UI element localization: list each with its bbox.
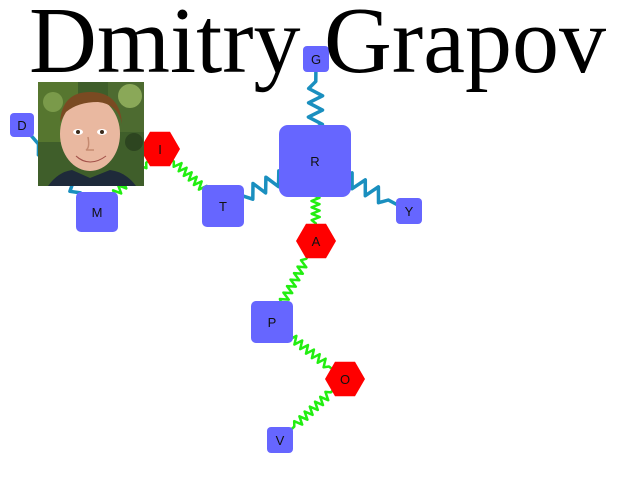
spring-link-A-P bbox=[270, 240, 318, 323]
node-G-label: G bbox=[311, 52, 321, 67]
nodes-layer: D M I T G R Y A P O V bbox=[10, 46, 422, 453]
node-A-hexagon bbox=[296, 223, 336, 259]
node-I[interactable]: I bbox=[140, 131, 180, 167]
node-V[interactable]: V bbox=[267, 427, 293, 453]
node-T-box bbox=[202, 185, 244, 227]
node-O-label: O bbox=[340, 372, 350, 387]
node-P-label: P bbox=[268, 315, 277, 330]
node-Y-box bbox=[396, 198, 422, 224]
node-T[interactable]: T bbox=[202, 185, 244, 227]
node-A-label: A bbox=[312, 234, 321, 249]
node-V-box bbox=[267, 427, 293, 453]
node-O-hexagon bbox=[325, 361, 365, 397]
node-I-hexagon bbox=[140, 131, 180, 167]
node-M[interactable]: M bbox=[76, 192, 118, 232]
node-O[interactable]: O bbox=[325, 361, 365, 397]
node-G-box bbox=[303, 46, 329, 72]
node-V-label: V bbox=[276, 433, 285, 448]
portrait-photo-art bbox=[38, 82, 144, 186]
node-R[interactable]: R bbox=[279, 125, 351, 197]
node-P[interactable]: P bbox=[251, 301, 293, 343]
node-M-box bbox=[76, 192, 118, 232]
node-D-label: D bbox=[17, 118, 26, 133]
node-Y[interactable]: Y bbox=[396, 198, 422, 224]
node-G[interactable]: G bbox=[303, 46, 329, 72]
node-R-box bbox=[279, 125, 351, 197]
node-T-label: T bbox=[219, 199, 227, 214]
node-D[interactable]: D bbox=[10, 113, 34, 137]
spring-link-P-O bbox=[271, 321, 346, 380]
node-R-label: R bbox=[310, 154, 319, 169]
node-Y-label: Y bbox=[405, 204, 414, 219]
spring-link-O-V bbox=[279, 378, 346, 441]
page-title: Dmitry Grapov bbox=[29, 0, 606, 93]
node-A[interactable]: A bbox=[296, 223, 336, 259]
node-P-box bbox=[251, 301, 293, 343]
portrait-photo bbox=[38, 82, 144, 186]
node-I-label: I bbox=[158, 142, 162, 157]
node-M-label: M bbox=[92, 205, 103, 220]
node-D-box bbox=[10, 113, 34, 137]
